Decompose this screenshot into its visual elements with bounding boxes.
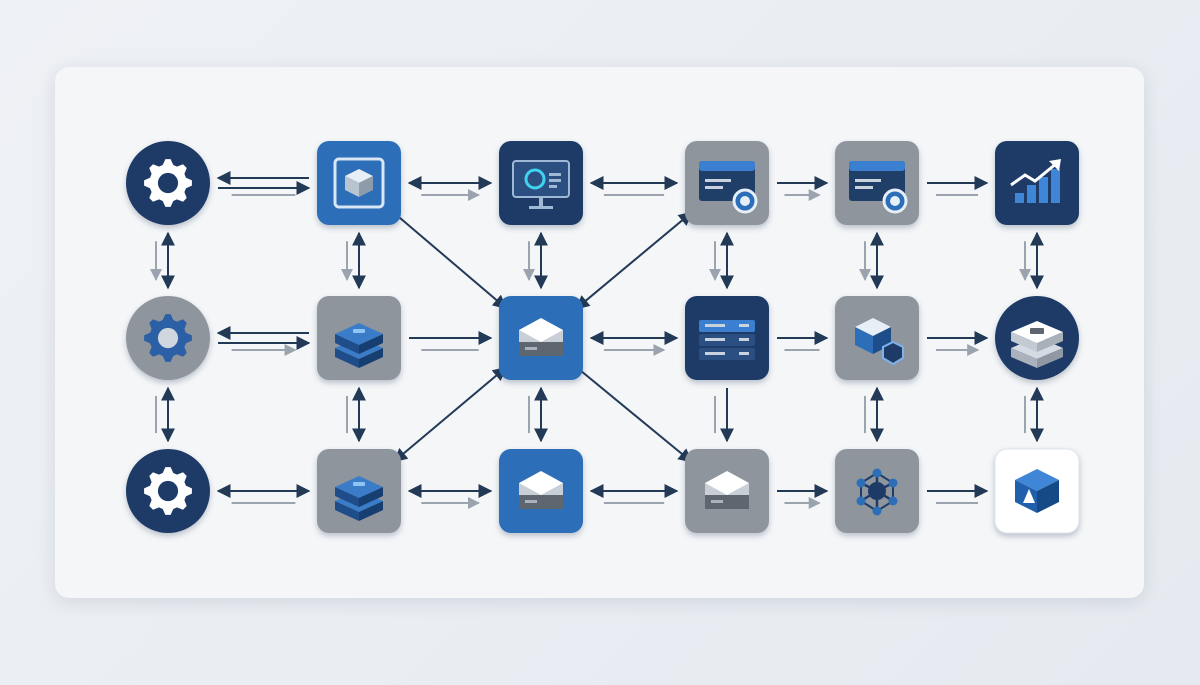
edge-n-r2c6-n-r3c6 (1024, 386, 1044, 443)
window-badge-icon (699, 161, 758, 214)
edge-n-r2c3-n-r2c4 (589, 331, 679, 356)
layers-icon (335, 476, 383, 521)
edge-n-r1c3-n-r2c3 (523, 231, 548, 290)
edge-n-r2c1-n-r2c2 (216, 326, 311, 356)
node-r1c2[interactable] (317, 141, 401, 225)
edge-n-r1c4-n-r2c4 (709, 231, 734, 290)
cube-logo-icon (1015, 469, 1059, 513)
edge-n-r1c5-n-r1c6 (927, 176, 989, 196)
server-stack-icon (519, 318, 563, 356)
edge-n-r2c4-n-r3c4 (714, 388, 734, 443)
node-r2c3[interactable] (499, 296, 583, 380)
node-r2c4[interactable] (685, 296, 769, 380)
server-stack-icon (519, 471, 563, 509)
edge-n-r1c2-n-r1c3 (407, 176, 493, 201)
server-stack-icon (705, 471, 749, 509)
edge-n-r2c3-n-r3c4 (575, 366, 693, 463)
node-r2c1[interactable] (126, 296, 210, 380)
edge-n-r1c3-n-r1c4 (589, 176, 679, 196)
edge-n-r1c1-n-r2c1 (150, 231, 175, 290)
database-stack-icon (1011, 321, 1063, 368)
node-r2c6[interactable] (995, 296, 1079, 380)
edge-n-r2c5-n-r2c6 (927, 331, 989, 356)
node-r2c2[interactable] (317, 296, 401, 380)
node-r1c1[interactable] (126, 141, 210, 225)
gear-icon (144, 159, 192, 207)
edge-n-r3c2-n-r3c3 (407, 484, 493, 509)
rack-server-icon (699, 320, 755, 360)
node-r3c2[interactable] (317, 449, 401, 533)
node-r1c4[interactable] (685, 141, 769, 225)
edge-n-r2c3-n-r1c4 (575, 211, 693, 310)
gear-icon (144, 467, 192, 515)
layers-icon (335, 323, 383, 368)
edge-n-r1c2-n-r2c2 (341, 231, 366, 290)
edge-n-r2c5-n-r3c5 (864, 386, 884, 443)
edge-n-r3c4-n-r3c5 (777, 484, 829, 509)
edge-n-r3c3-n-r3c4 (589, 484, 679, 504)
window-badge-icon (849, 161, 908, 214)
node-r1c3[interactable] (499, 141, 583, 225)
node-r3c6[interactable] (994, 448, 1080, 534)
edge-n-r1c1-n-r1c2 (216, 171, 311, 196)
trend-chart-icon (1010, 159, 1061, 203)
node-r1c5[interactable] (835, 141, 919, 225)
edge-n-r3c1-n-r3c2 (216, 484, 311, 504)
edge-n-r2c2-n-r2c3 (409, 331, 493, 351)
edge-n-r1c4-n-r1c5 (777, 176, 829, 201)
node-r3c4[interactable] (685, 449, 769, 533)
node-r3c5[interactable] (835, 449, 919, 533)
edge-n-r2c3-n-r3c3 (528, 386, 548, 443)
node-r3c3[interactable] (499, 449, 583, 533)
node-r2c5[interactable] (835, 296, 919, 380)
network-hub-icon (856, 468, 898, 516)
node-r3c1[interactable] (126, 449, 210, 533)
edges-layer (150, 171, 1044, 509)
edge-n-r2c2-n-r3c2 (346, 386, 366, 443)
nodes-layer (126, 141, 1080, 534)
edge-n-r1c5-n-r2c5 (859, 231, 884, 290)
server-shield-icon (855, 318, 904, 366)
edge-n-r1c2-n-r2c3 (393, 212, 508, 310)
edge-n-r2c3-n-r3c2 (393, 366, 507, 463)
cube-frame-icon (333, 157, 385, 209)
edge-n-r1c6-n-r2c6 (1019, 231, 1044, 290)
edge-n-r2c4-n-r2c5 (777, 331, 829, 351)
edge-n-r3c5-n-r3c6 (927, 484, 989, 504)
monitor-icon (512, 160, 570, 209)
gear-icon (144, 314, 192, 362)
edge-n-r2c1-n-r3c1 (155, 386, 175, 443)
node-r1c6[interactable] (995, 141, 1079, 225)
